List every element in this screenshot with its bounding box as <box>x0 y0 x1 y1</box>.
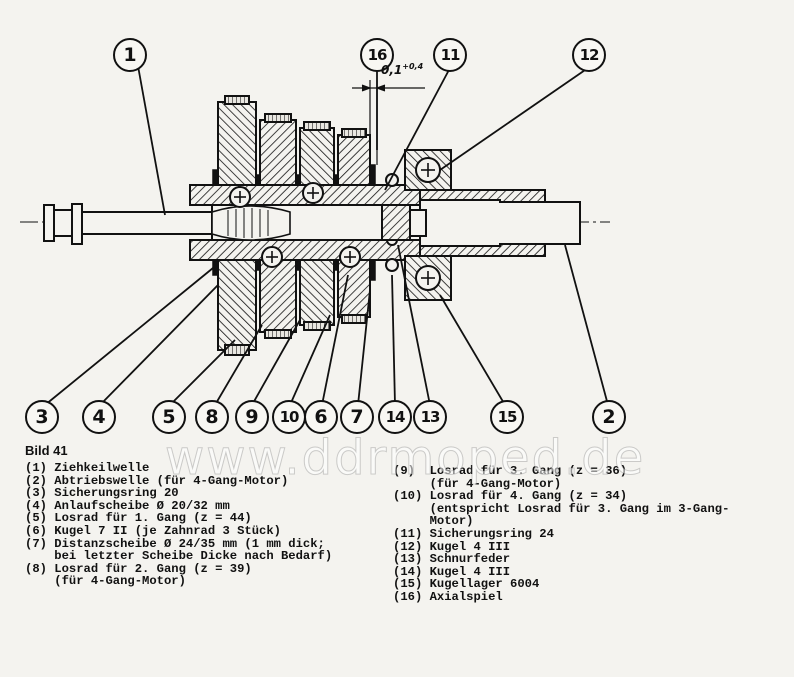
figure-label: Bild 41 <box>25 443 68 458</box>
tolerance-superscript: +0,4 <box>402 62 424 71</box>
callout-8: 8 <box>195 400 229 434</box>
legend-item: (14) Kugel 4 III <box>393 564 511 579</box>
axial-play-tolerance: 0,1+0,4 <box>381 62 423 77</box>
bearing-crosses <box>421 163 435 285</box>
leader-lines <box>44 65 609 406</box>
callout-7: 7 <box>340 400 374 434</box>
parts-legend-right: (9) Losrad für 3. Gang (z = 36) (für 4-G… <box>393 465 729 604</box>
spacer-washers <box>212 164 376 281</box>
legend-item: (für 4-Gang-Motor) <box>25 574 186 589</box>
draw-key-bulge <box>211 205 291 241</box>
callout-4: 4 <box>82 400 116 434</box>
legend-item: bei letzter Scheibe Dicke nach Bedarf) <box>25 549 333 564</box>
callout-3: 3 <box>25 400 59 434</box>
legend-item: (8) Losrad für 2. Gang (z = 39) <box>25 561 252 576</box>
spline-lines <box>227 208 269 238</box>
gearbox-cross-section-svg <box>20 65 610 406</box>
tolerance-value: 0,1 <box>381 63 403 77</box>
legend-item: (9) Losrad für 3. Gang (z = 36) <box>393 464 628 478</box>
callout-9: 9 <box>235 400 269 434</box>
legend-item: (7) Distanzscheibe Ø 24/35 mm (1 mm dick… <box>25 536 325 551</box>
callout-5: 5 <box>152 400 186 434</box>
legend-item: (für 4-Gang-Motor) <box>393 476 562 491</box>
callout-6: 6 <box>304 400 338 434</box>
parts-legend-left: (1) Ziehkeilwelle (2) Abtriebswelle (für… <box>25 462 332 588</box>
callout-1: 1 <box>113 38 147 72</box>
legend-item: (3) Sicherungsring 20 <box>25 486 179 501</box>
gear-fourth <box>337 128 371 324</box>
legend-item: (4) Anlaufscheibe Ø 20/32 mm <box>25 498 230 513</box>
legend-item: (13) Schnurfeder <box>393 552 511 567</box>
gear-second <box>259 113 297 339</box>
legend-item: (entspricht Losrad für 3. Gang im 3-Gang… <box>393 501 730 516</box>
legend-item: (12) Kugel 4 III <box>393 539 511 554</box>
callout-11: 11 <box>433 38 467 72</box>
gear-third <box>299 121 335 331</box>
legend-item: (5) Losrad für 1. Gang (z = 44) <box>25 511 252 526</box>
callout-15: 15 <box>490 400 524 434</box>
legend-item: (16) Axialspiel <box>393 589 503 604</box>
circlip-region <box>381 204 427 241</box>
callout-10: 10 <box>272 400 306 434</box>
gearbox-cross-section-drawing <box>20 65 610 406</box>
legend-item: (11) Sicherungsring 24 <box>393 526 554 541</box>
legend-item: (1) Ziehkeilwelle <box>25 461 150 475</box>
callout-2: 2 <box>592 400 626 434</box>
callout-14: 14 <box>378 400 412 434</box>
legend-item: (10) Losrad für 4. Gang (z = 34) <box>393 489 628 504</box>
gear-first <box>217 95 257 356</box>
callout-13: 13 <box>413 400 447 434</box>
legend-item: (15) Kugellager 6004 <box>393 577 540 592</box>
legend-item: (6) Kugel 7 II (je Zahnrad 3 Stück) <box>25 523 281 538</box>
callout-16: 16 <box>360 38 394 72</box>
callout-12: 12 <box>572 38 606 72</box>
ball-crosses <box>234 187 356 263</box>
legend-item: (2) Abtriebswelle (für 4-Gang-Motor) <box>25 473 289 488</box>
legend-item: Motor) <box>393 514 474 529</box>
draw-key-shaft <box>43 203 213 245</box>
